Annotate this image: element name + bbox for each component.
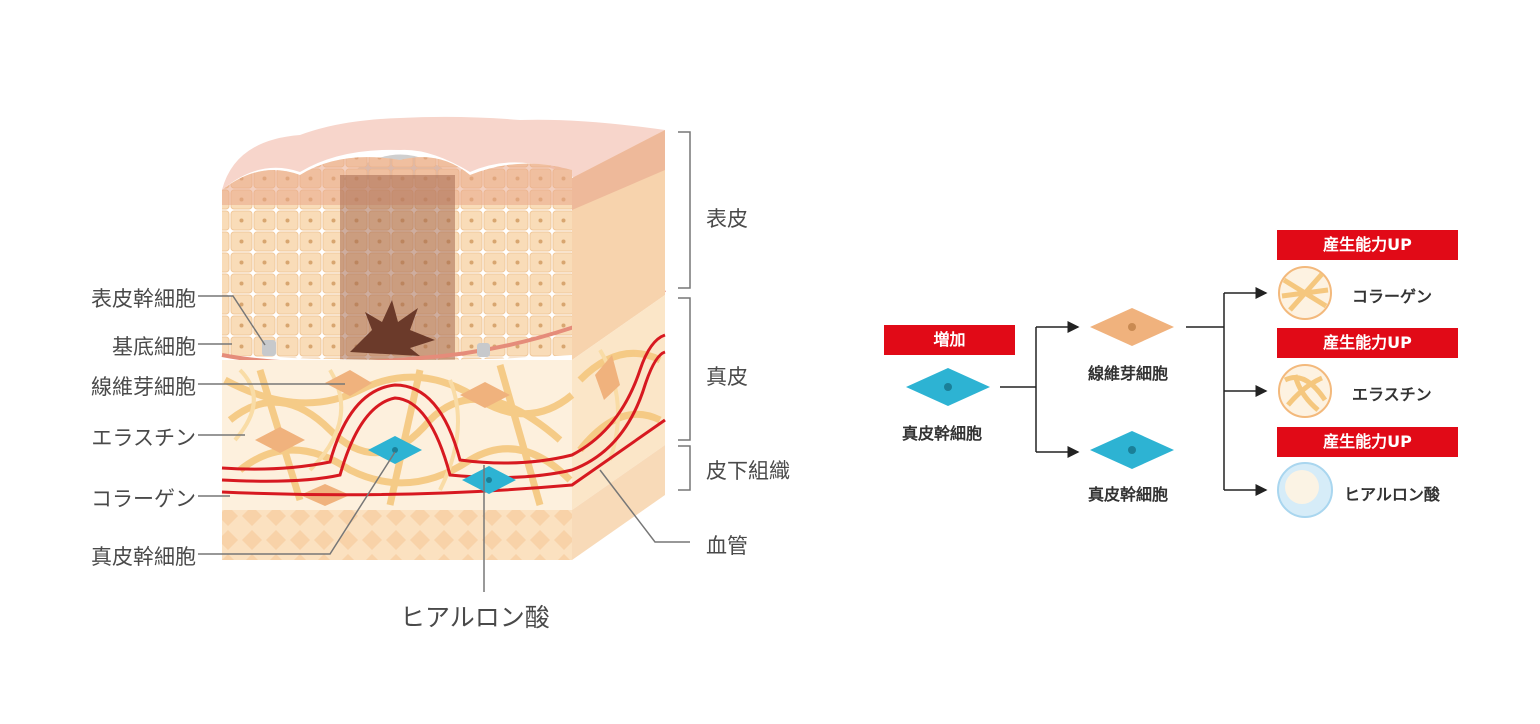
label-hyaluronic-acid: ヒアルロン酸 xyxy=(400,603,550,632)
middle-stem-cell-label: 真皮幹細胞 xyxy=(1088,485,1169,504)
label-epidermis: 表皮 xyxy=(706,207,748,231)
blood-vessels xyxy=(221,333,666,497)
elastin-icon xyxy=(1278,364,1332,418)
flow-arrows xyxy=(1000,287,1268,496)
layer-brackets xyxy=(678,131,691,491)
label-collagen: コラーゲン xyxy=(91,487,196,511)
production-up-badge-3: 産生能力UP xyxy=(1277,427,1458,457)
production-up-badge-2: 産生能力UP xyxy=(1277,328,1458,358)
fibroblast-label: 線維芽細胞 xyxy=(1088,364,1169,383)
product-elastin-label: エラスチン xyxy=(1352,385,1432,404)
label-dermal-stem-cell: 真皮幹細胞 xyxy=(91,545,196,569)
collagen-icon xyxy=(1278,266,1332,320)
product-hyaluronic-label: ヒアルロン酸 xyxy=(1344,485,1440,504)
hyaluronic-acid-icon xyxy=(1277,462,1333,518)
label-blood-vessel: 血管 xyxy=(706,534,748,558)
source-stem-cell-icon xyxy=(906,368,990,406)
label-basal-cell: 基底細胞 xyxy=(112,335,196,359)
production-up-badge-1: 産生能力UP xyxy=(1277,230,1458,260)
label-fibroblast: 線維芽細胞 xyxy=(91,375,196,399)
label-epidermal-stem-cell: 表皮幹細胞 xyxy=(91,287,196,311)
label-dermis: 真皮 xyxy=(706,365,748,389)
middle-stem-cell-icon xyxy=(1090,431,1174,469)
product-collagen-label: コラーゲン xyxy=(1352,287,1433,306)
source-cell-label: 真皮幹細胞 xyxy=(902,424,983,443)
increase-badge: 増加 xyxy=(884,325,1015,355)
label-elastin: エラスチン xyxy=(91,426,196,450)
subcutaneous-layer xyxy=(222,445,665,560)
leader-lines xyxy=(198,295,690,592)
fibroblast-icon xyxy=(1090,308,1174,346)
dermis-layer xyxy=(221,295,666,510)
epidermal-stem-cell xyxy=(262,340,276,356)
label-subcutaneous: 皮下組織 xyxy=(706,459,790,483)
melanocyte-cell xyxy=(350,300,435,356)
